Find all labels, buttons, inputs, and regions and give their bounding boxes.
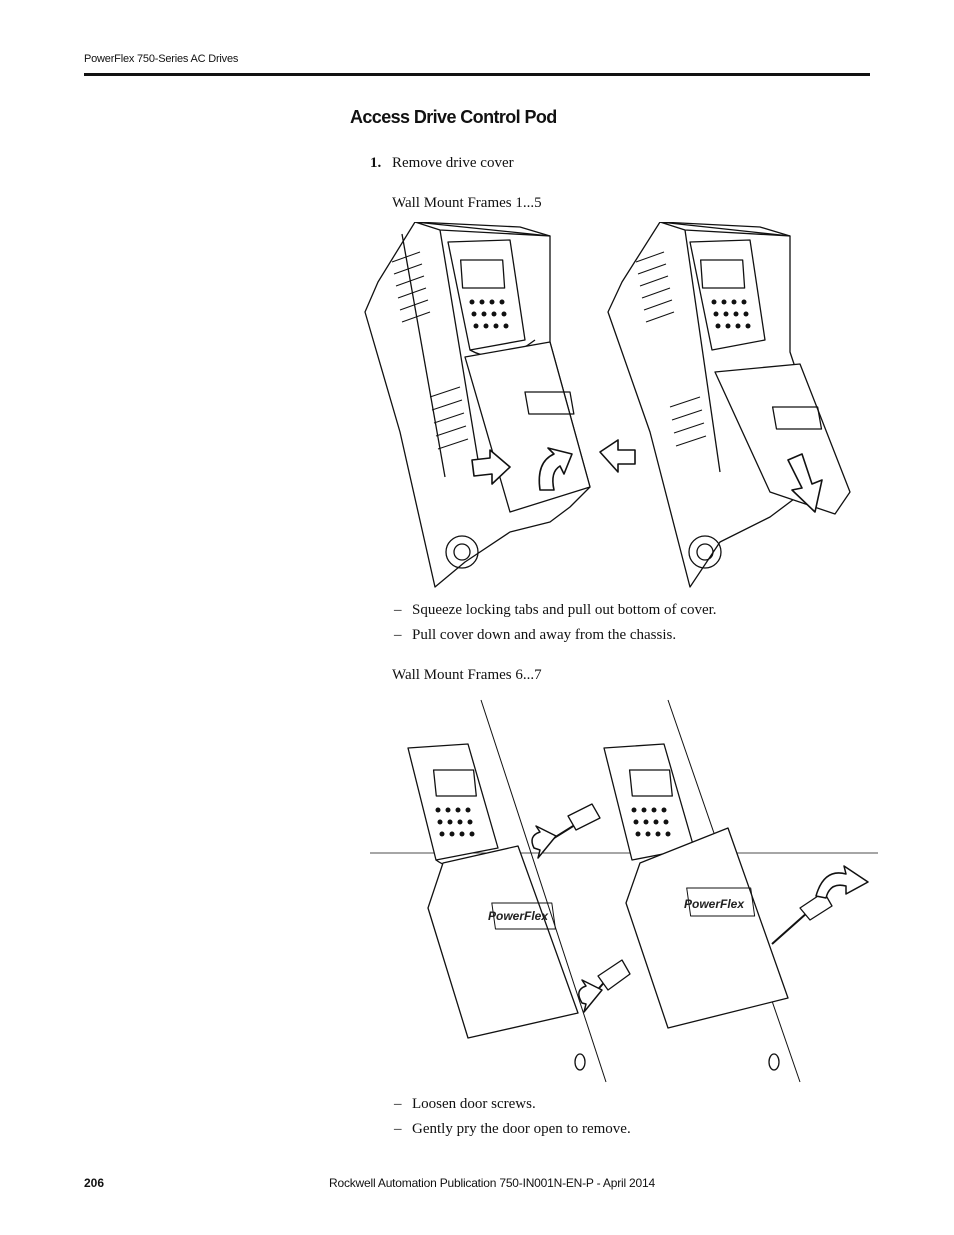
bullet-marker: – [394, 1121, 402, 1137]
bullet-pry-door: –Gently pry the door open to remove. [394, 1121, 631, 1138]
header-rule [84, 73, 870, 76]
figure-1-caption: Wall Mount Frames 1...5 [392, 195, 542, 211]
powerflex-logo: PowerFlex [684, 897, 745, 911]
page-number: 206 [84, 1176, 105, 1190]
step-1: 1. Remove drive cover [370, 155, 514, 172]
drive-illustration-right [607, 222, 851, 588]
figure-frames-1-5 [364, 222, 851, 588]
figure-2-caption: Wall Mount Frames 6...7 [392, 667, 542, 683]
bullet-text: Squeeze locking tabs and pull out bottom… [412, 602, 717, 618]
bullet-text: Loosen door screws. [412, 1096, 536, 1112]
bullet-text: Gently pry the door open to remove. [412, 1121, 631, 1137]
drive-illustration-right: PowerFlex [603, 743, 869, 1029]
step-number: 1. [370, 155, 382, 171]
step-text: Remove drive cover [392, 155, 514, 171]
drive-illustration-left [364, 222, 636, 588]
powerflex-logo: PowerFlex [488, 909, 549, 923]
bullet-squeeze-tabs: –Squeeze locking tabs and pull out botto… [394, 602, 717, 619]
bullet-marker: – [394, 627, 402, 643]
publication-footer: Rockwell Automation Publication 750-IN00… [329, 1176, 655, 1190]
section-title: Access Drive Control Pod [350, 107, 557, 127]
bullet-marker: – [394, 1096, 402, 1112]
bullet-marker: – [394, 602, 402, 618]
drive-illustration-left: PowerFlex [407, 743, 631, 1039]
running-head: PowerFlex 750-Series AC Drives [84, 53, 239, 65]
bullet-text: Pull cover down and away from the chassi… [412, 627, 677, 643]
bullet-loosen-screws: –Loosen door screws. [394, 1096, 536, 1113]
bullet-pull-cover: –Pull cover down and away from the chass… [394, 627, 676, 644]
figure-frames-6-7: PowerFlex PowerFlex [370, 699, 878, 1083]
